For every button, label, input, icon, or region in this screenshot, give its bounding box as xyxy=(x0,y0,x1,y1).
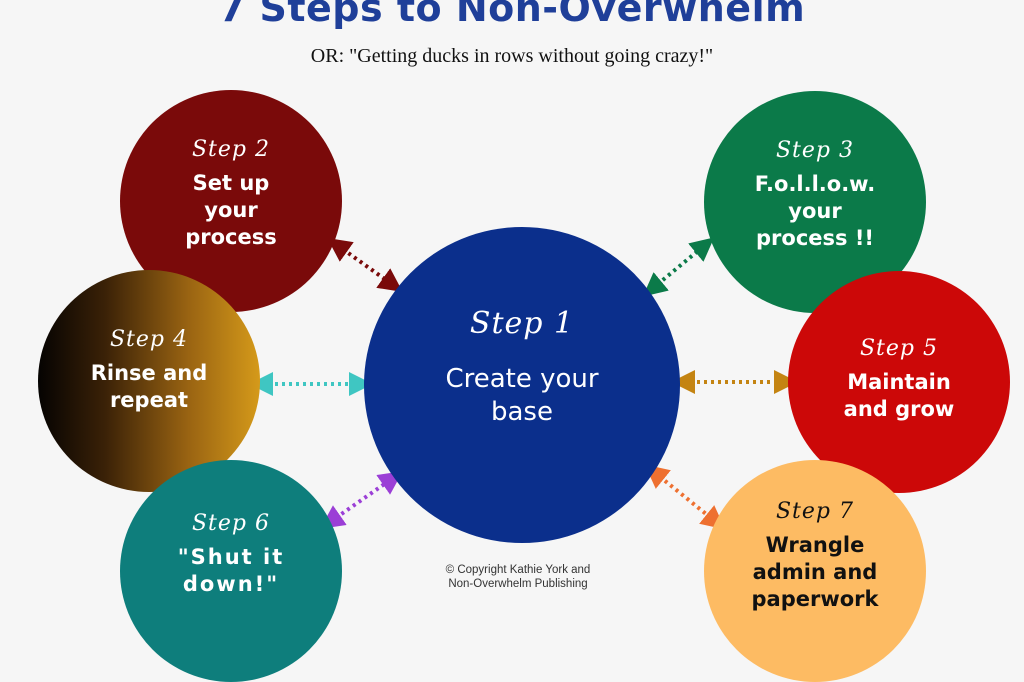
page-title: 7 Steps to Non-Overwhelm xyxy=(218,0,806,30)
connector-step1-step3 xyxy=(642,237,715,297)
step-7-circle: Step 7 Wrangle admin and paperwork xyxy=(704,460,926,682)
step-3-label: Step 3 xyxy=(775,138,854,163)
step-3-text: F.o.l.l.o.w. your process !! xyxy=(754,172,876,250)
step-7-text: Wrangle admin and paperwork xyxy=(751,533,879,611)
step-2-text: Set up your process xyxy=(185,171,277,249)
copyright-notice: © Copyright Kathie York and Non-Overwhel… xyxy=(445,564,591,590)
page-subtitle: OR: "Getting ducks in rows without going… xyxy=(310,45,714,67)
step-6-label: Step 6 xyxy=(191,510,270,536)
step-4-circle: Step 4 Rinse and repeat xyxy=(38,270,260,492)
step-4-text: Rinse and repeat xyxy=(90,360,208,412)
connector-step1-step6 xyxy=(320,471,403,529)
step-6-circle: Step 6 "Shut it down!" xyxy=(120,460,342,682)
step-5-label: Step 5 xyxy=(859,335,938,361)
connector-step1-step2 xyxy=(327,238,403,292)
step-5-circle: Step 5 Maintain and grow xyxy=(788,271,1010,493)
step-2-label: Step 2 xyxy=(191,137,270,162)
step-7-label: Step 7 xyxy=(775,499,854,524)
step-3-circle: Step 3 F.o.l.l.o.w. your process !! xyxy=(704,91,926,313)
step-6-text: "Shut it down!" xyxy=(177,544,285,596)
connector-step1-step7 xyxy=(644,464,726,530)
step-1-label: Step 1 xyxy=(469,305,575,341)
step-1-circle: Step 1 Create your base xyxy=(364,227,680,543)
step-5-text: Maintain and grow xyxy=(843,369,955,421)
step-4-label: Step 4 xyxy=(109,326,188,352)
step-1-text: Create your base xyxy=(445,363,599,427)
